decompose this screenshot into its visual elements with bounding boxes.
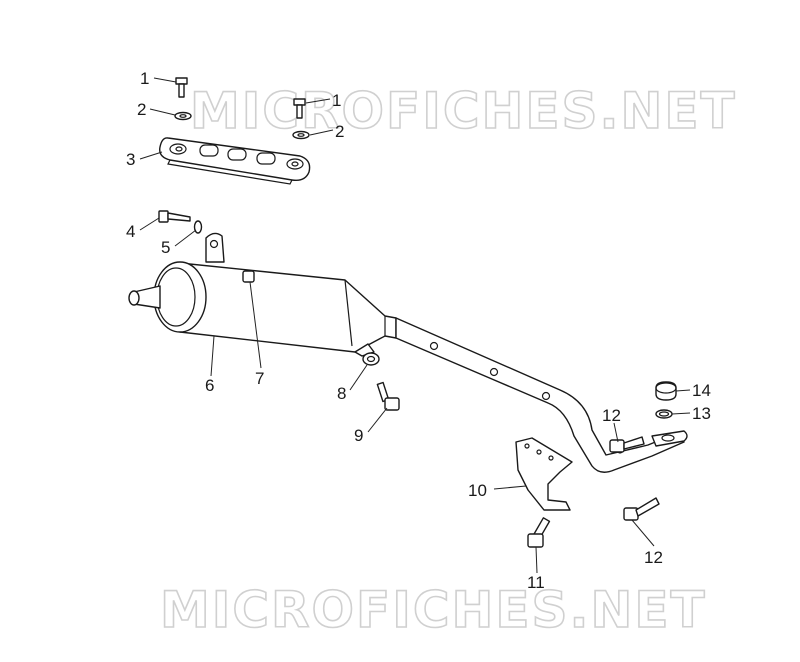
washer-5 bbox=[193, 220, 203, 234]
bolt-12-lower bbox=[623, 497, 660, 521]
callout-8: 8 bbox=[337, 384, 346, 403]
washer-2-left bbox=[174, 111, 192, 121]
callout-6: 6 bbox=[205, 376, 214, 395]
ring-13 bbox=[655, 409, 673, 419]
callout-12-upper: 12 bbox=[602, 406, 621, 425]
bolt-1-left bbox=[175, 77, 188, 98]
callout-12-lower: 12 bbox=[644, 548, 663, 567]
callout-3: 3 bbox=[126, 150, 135, 169]
heat-shield-10 bbox=[515, 437, 573, 511]
callout-11: 11 bbox=[527, 573, 545, 592]
watermark-bottom: MICROFICHES.NET bbox=[160, 581, 707, 639]
callout-4: 4 bbox=[126, 222, 135, 241]
callout-2-left: 2 bbox=[137, 100, 146, 119]
gasket-8 bbox=[362, 352, 380, 366]
callout-9: 9 bbox=[354, 426, 363, 445]
watermark-top: MICROFICHES.NET bbox=[190, 82, 737, 140]
header-pipe bbox=[395, 317, 688, 473]
callout-5: 5 bbox=[161, 238, 170, 257]
bolt-1-right bbox=[293, 98, 306, 119]
callout-1-left: 1 bbox=[140, 69, 149, 88]
nut-7 bbox=[242, 270, 255, 283]
callout-1-right: 1 bbox=[332, 91, 341, 110]
callout-13: 13 bbox=[692, 404, 711, 423]
bolt-11 bbox=[527, 517, 551, 548]
bolt-12-upper bbox=[609, 436, 645, 453]
gasket-14 bbox=[655, 381, 677, 401]
bolt-9 bbox=[376, 381, 400, 411]
washer-2-right bbox=[292, 130, 310, 140]
muffler-6 bbox=[128, 232, 397, 357]
callout-10: 10 bbox=[468, 481, 487, 500]
callout-2-right: 2 bbox=[335, 122, 344, 141]
bolt-4 bbox=[158, 210, 191, 223]
callout-7: 7 bbox=[255, 369, 264, 388]
callout-14: 14 bbox=[692, 381, 711, 400]
mounting-bracket-3 bbox=[159, 137, 311, 185]
